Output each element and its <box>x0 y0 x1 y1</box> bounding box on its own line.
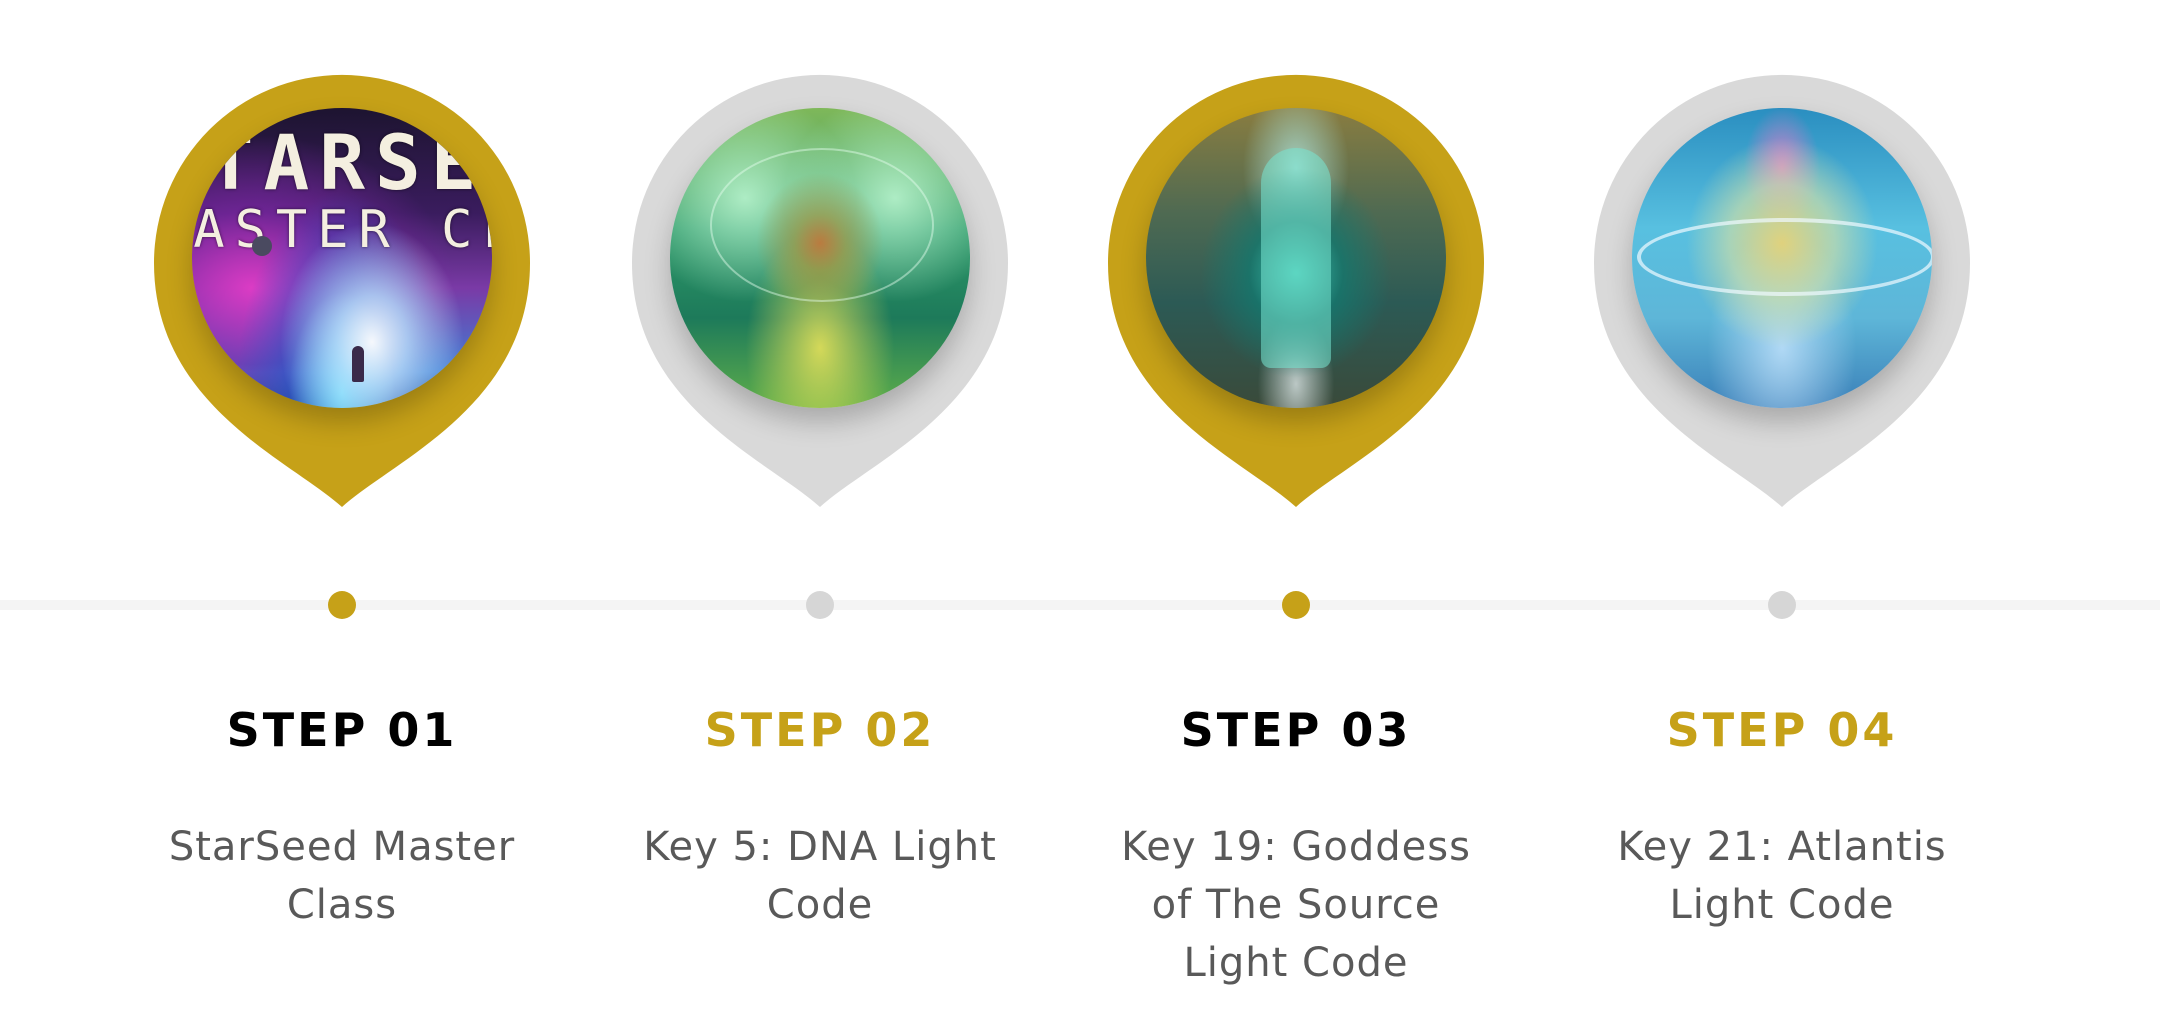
step-2-dot[interactable] <box>806 591 834 619</box>
step-4-image[interactable] <box>1632 108 1932 408</box>
step-1-image-subtitle: MASTER CLASS <box>192 200 492 260</box>
step-4-dot[interactable] <box>1768 591 1796 619</box>
step-1-label: STEP 01 <box>226 703 458 757</box>
step-1-pin[interactable]: STARSEED MASTER CLASS <box>153 74 530 508</box>
step-1[interactable]: STARSEED MASTER CLASS STEP 01 StarSeed M… <box>102 0 582 1014</box>
planet-icon <box>252 236 272 256</box>
step-2[interactable]: STEP 02 Key 5: DNA Light Code <box>580 0 1060 1014</box>
step-1-image-title: STARSEED <box>192 118 492 207</box>
atlantis-bowl-icon <box>1637 218 1932 296</box>
figure-icon <box>352 346 364 382</box>
step-3-label: STEP 03 <box>1180 703 1412 757</box>
step-1-image[interactable]: STARSEED MASTER CLASS <box>192 108 492 408</box>
step-3[interactable]: STEP 03 Key 19: Goddess of The Source Li… <box>1056 0 1536 1014</box>
step-2-image[interactable] <box>670 108 970 408</box>
step-3-image[interactable] <box>1146 108 1446 408</box>
step-4-label: STEP 04 <box>1666 703 1898 757</box>
step-2-pin[interactable] <box>632 74 1008 508</box>
step-2-description: Key 5: DNA Light Code <box>643 824 997 928</box>
timeline-line <box>0 600 2160 610</box>
step-2-label: STEP 02 <box>704 703 936 757</box>
step-1-dot[interactable] <box>328 591 356 619</box>
step-4-description: Key 21: Atlantis Light Code <box>1617 824 1947 928</box>
goddess-figure-icon <box>1261 148 1331 368</box>
step-4-pin[interactable] <box>1594 74 1970 508</box>
step-4[interactable]: STEP 04 Key 21: Atlantis Light Code <box>1542 0 2022 1014</box>
wings-icon <box>710 148 934 302</box>
step-3-pin[interactable] <box>1108 74 1484 508</box>
step-3-dot[interactable] <box>1282 591 1310 619</box>
step-1-description: StarSeed Master Class <box>168 824 516 928</box>
step-3-description: Key 19: Goddess of The Source Light Code <box>1121 824 1471 986</box>
